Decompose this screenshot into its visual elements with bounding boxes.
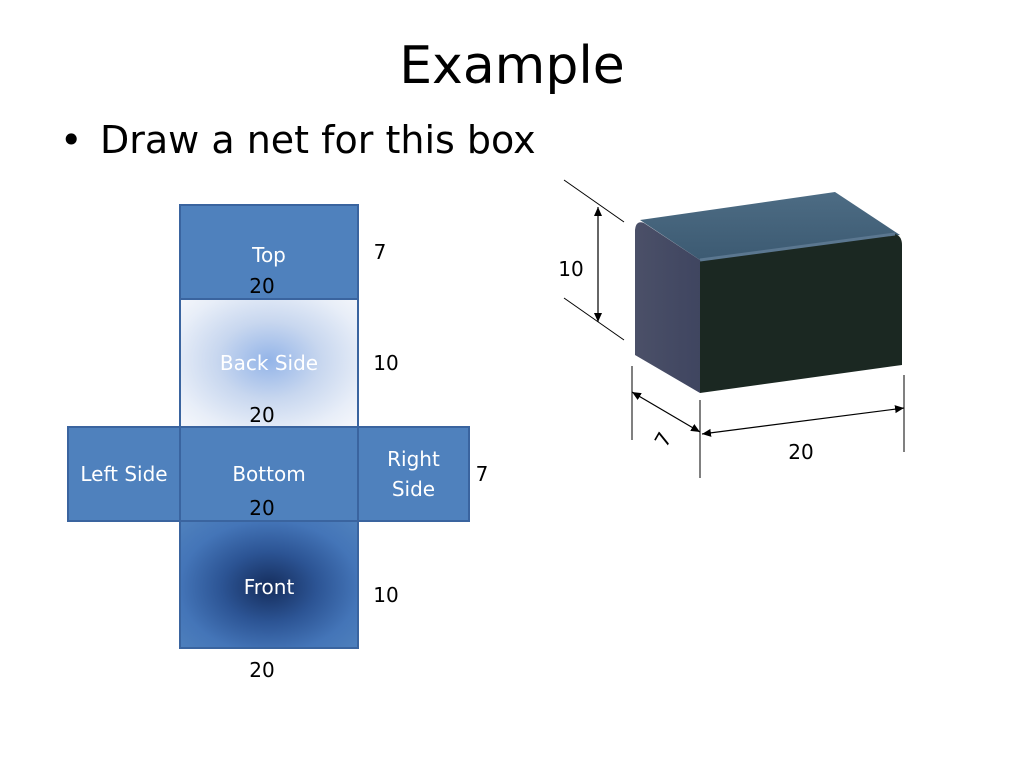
net-face-right: Right Side	[357, 426, 470, 522]
box-side-face	[635, 222, 700, 393]
net-face-top-label: Top	[252, 243, 286, 267]
box-front-face	[700, 234, 902, 393]
net-face-front-label: Front	[243, 575, 295, 599]
net-face-bottom-label: Bottom	[232, 462, 306, 486]
length-dim-line	[701, 405, 905, 437]
net-dim-front-height: 10	[373, 583, 399, 607]
box-3d-drawing: 10 7 20	[558, 179, 905, 478]
net-face-right-label-line1: Right	[387, 447, 440, 471]
height-ext-top	[563, 179, 625, 223]
net-dim-back-width: 20	[249, 403, 275, 427]
net-dim-front-width: 20	[249, 658, 275, 682]
net-face-top: Top	[179, 204, 359, 300]
net-dim-right-height: 7	[475, 462, 489, 486]
depth-dim-line	[631, 391, 701, 433]
net-dim-bottom-width: 20	[249, 496, 275, 520]
box-edge-highlight	[699, 232, 896, 262]
height-ext-bottom	[563, 297, 625, 341]
net-face-front: Front	[179, 520, 359, 649]
bullet-dot-icon: •	[60, 118, 83, 162]
net-face-left: Left Side	[67, 426, 181, 522]
net-dim-back-height: 10	[373, 351, 399, 375]
box-dim-length: 20	[788, 440, 813, 464]
net-face-bottom: Bottom	[179, 426, 359, 522]
net-face-back-label: Back Side	[219, 351, 319, 375]
net-dim-top-height: 7	[373, 240, 387, 264]
bullet-text: Draw a net for this box	[100, 118, 536, 162]
box-dim-height: 10	[558, 257, 583, 281]
net-face-right-label-line2: Side	[391, 477, 436, 501]
net-dim-top-width: 20	[249, 274, 275, 298]
box-dim-depth: 7	[650, 428, 677, 451]
slide-title: Example	[399, 36, 625, 96]
net-face-left-label: Left Side	[80, 462, 168, 486]
bullet-item: • Draw a net for this box	[60, 112, 536, 168]
